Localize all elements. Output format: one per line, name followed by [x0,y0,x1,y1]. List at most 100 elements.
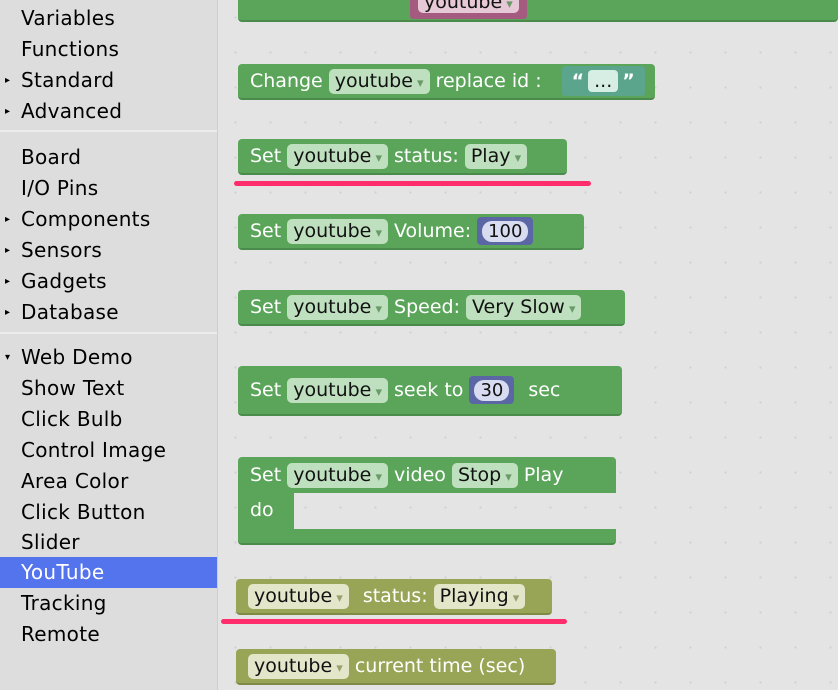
workspace-canvas[interactable]: youtube Change youtube replace id : “ ..… [218,0,838,690]
caret-right-icon: ▸ [5,106,11,117]
block-label: Set [250,220,282,242]
sidebar-item-functions[interactable]: Functions [0,34,217,65]
sidebar-item-variables[interactable]: Variables [0,3,217,34]
sidebar-item-label: Advanced [21,99,123,123]
sidebar-item-label: Components [21,207,151,231]
status-dropdown[interactable]: Playing [433,583,526,609]
sidebar-item-label: Variables [21,6,116,30]
block-set-status[interactable]: Set youtube status: Play [238,139,567,175]
sidebar-item-label: YouTube [21,560,105,584]
var-dropdown[interactable]: youtube [287,377,389,403]
sidebar-item-label: Standard [21,68,115,92]
sidebar-item-label: Click Bulb [21,407,123,431]
text-value[interactable]: ... [588,70,619,92]
sidebar-item-label: Show Text [21,376,125,400]
block-label: Set [250,145,282,167]
caret-right-icon: ▸ [5,276,11,287]
sidebar-item-slider[interactable]: Slider [0,527,217,558]
block-label: replace id : [435,70,542,92]
block-get-status[interactable]: youtube status: Playing [236,579,552,615]
sidebar-item-label: Functions [21,37,120,61]
block-label: sec [528,379,561,401]
sidebar-item-label: Web Demo [21,345,133,369]
sidebar-item-label: Remote [21,622,100,646]
block-label: video [394,464,446,486]
block-label: Speed: [394,296,460,318]
block-set-speed[interactable]: Set youtube Speed: Very Slow [238,290,625,326]
block-seek[interactable]: Set youtube seek to 30 sec [238,366,622,416]
number-block[interactable]: 30 [469,376,515,404]
highlight-underline [234,181,591,186]
sidebar-item-label: Click Button [21,500,146,524]
sidebar-item-components[interactable]: ▸ Components [0,204,217,235]
sidebar-item-label: Database [21,300,119,324]
sidebar-item-database[interactable]: ▸ Database [0,297,217,328]
block-label: Play [523,464,564,486]
block-label: Volume: [394,220,472,242]
var-dropdown[interactable]: youtube [328,68,430,94]
sidebar-item-remote[interactable]: Remote [0,619,217,650]
block-video-control[interactable]: Set youtube video Stop Play do [238,457,616,545]
block-label: Set [250,296,282,318]
block-label: Change [250,70,323,92]
sidebar-item-advanced[interactable]: ▸ Advanced [0,96,217,127]
sidebar-item-label: Sensors [21,238,103,262]
sidebar-item-tracking[interactable]: Tracking [0,588,217,619]
var-dropdown[interactable]: youtube [418,0,519,13]
sidebar-item-control-image[interactable]: Control Image [0,435,217,466]
block-youtube-init[interactable]: youtube [238,0,838,22]
block-label: status: [362,585,428,607]
sidebar-item-area-color[interactable]: Area Color [0,466,217,497]
highlight-underline [221,619,567,624]
caret-right-icon: ▸ [5,307,11,318]
var-dropdown[interactable]: youtube [248,583,349,609]
number-value[interactable]: 100 [482,221,529,242]
number-block[interactable]: 100 [477,217,534,245]
sidebar-item-label: Slider [21,530,80,554]
caret-right-icon: ▸ [5,245,11,256]
var-dropdown[interactable]: youtube [248,653,349,679]
sidebar-item-youtube[interactable]: YouTube [0,557,217,588]
sidebar-item-label: Tracking [21,591,107,615]
sidebar-item-label: Control Image [21,438,167,462]
quote-icon: ” [622,70,635,92]
caret-right-icon: ▸ [5,75,11,86]
sidebar-item-label: I/O Pins [21,176,99,200]
sidebar-item-i-o-pins[interactable]: I/O Pins [0,173,217,204]
number-value[interactable]: 30 [474,380,510,401]
block-label: status: [394,145,459,167]
status-dropdown[interactable]: Play [464,143,528,169]
sidebar-item-web-demo[interactable]: ▾ Web Demo [0,342,217,373]
sidebar-item-label: Area Color [21,469,129,493]
do-label: do [238,493,294,529]
sidebar-item-sensors[interactable]: ▸ Sensors [0,235,217,266]
quote-icon: “ [571,70,585,92]
block-label: current time (sec) [354,655,526,677]
caret-right-icon: ▸ [5,214,11,225]
action-dropdown[interactable]: Stop [451,462,518,488]
block-current-time[interactable]: youtube current time (sec) [236,649,556,685]
sidebar-item-show-text[interactable]: Show Text [0,373,217,404]
sidebar-item-label: Board [21,145,82,169]
sidebar-item-label: Gadgets [21,269,107,293]
block-label: seek to [394,379,464,401]
divider [0,332,217,334]
divider [0,130,217,132]
block-set-volume[interactable]: Set youtube Volume: 100 [238,214,584,250]
sidebar-item-click-button[interactable]: Click Button [0,497,217,528]
speed-dropdown[interactable]: Very Slow [466,294,582,320]
sidebar-item-standard[interactable]: ▸ Standard [0,65,217,96]
block-change-id[interactable]: Change youtube replace id : “ ... ” [238,64,655,100]
var-dropdown[interactable]: youtube [287,462,389,488]
text-block[interactable]: “ ... ” [561,66,645,96]
var-dropdown[interactable]: youtube [287,143,389,169]
sidebar-item-gadgets[interactable]: ▸ Gadgets [0,266,217,297]
caret-down-icon: ▾ [5,352,11,363]
block-label: Set [250,464,282,486]
block-label: Set [250,379,282,401]
var-dropdown[interactable]: youtube [287,218,389,244]
var-dropdown[interactable]: youtube [287,294,389,320]
sidebar-item-board[interactable]: Board [0,142,217,173]
sidebar-item-click-bulb[interactable]: Click Bulb [0,404,217,435]
